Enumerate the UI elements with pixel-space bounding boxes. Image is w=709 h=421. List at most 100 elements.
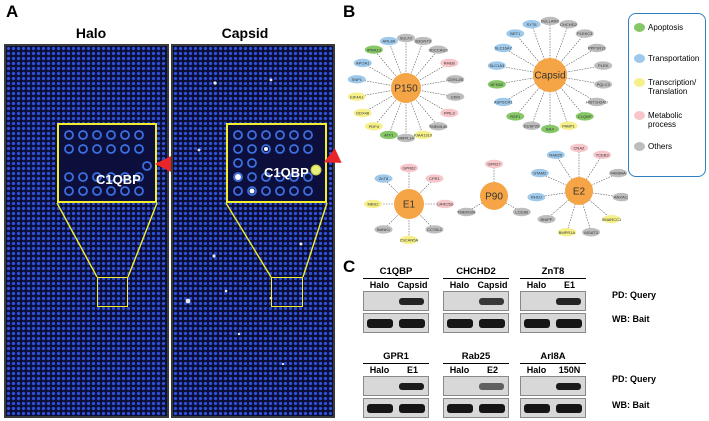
network-node-label: CPR1: [429, 176, 440, 181]
network-node-label: DDX48: [356, 111, 370, 116]
bait-band: [556, 404, 582, 413]
blot-title: Arl8A: [540, 351, 566, 362]
network-node-label: PLEK: [598, 63, 609, 68]
network-node: [440, 58, 459, 68]
network-node-label: GPR62: [402, 166, 416, 171]
network-node-label: KIAA1310: [414, 133, 433, 138]
network-node: [364, 45, 383, 54]
network-node-label: MGAT3: [584, 230, 598, 235]
network-node-label: SLC1A3: [489, 63, 505, 68]
network-e1: GPR62CPR1LRRC58CCT8L2ZSCAN5ABANK1MBS2ZnT…: [364, 163, 454, 245]
query-band: [399, 298, 424, 305]
array-title-capsid: Capsid: [221, 25, 269, 41]
hub-label: Capsid: [534, 71, 565, 82]
row-label-query-1: PD: Query: [612, 290, 657, 300]
network-node-label: SDCCAG3: [428, 47, 448, 52]
lane-label: Capsid: [397, 280, 428, 290]
network-node-label: ATF1: [384, 133, 394, 138]
network-edge: [578, 172, 619, 192]
blot-pulldown-panel: [520, 291, 586, 311]
bait-band: [447, 404, 473, 413]
blot-title: ZnT8: [541, 266, 565, 277]
capsid-bright-spots: [185, 78, 307, 366]
network-node-label: ANXA13: [614, 195, 628, 200]
lane-label: Halo: [369, 365, 390, 375]
lane-label: E1: [563, 280, 575, 290]
red-arrow-halo: [155, 156, 171, 172]
query-band: [479, 383, 504, 390]
blot-title-underline: [520, 278, 586, 279]
network-node-label: DUSP26: [524, 123, 540, 128]
bait-band: [447, 319, 473, 328]
network-node: [546, 150, 565, 160]
network-edge: [578, 190, 592, 233]
zoom-inset-capsid: [226, 123, 327, 203]
network-node-label: RAB25: [549, 152, 562, 157]
network-node-label: APOA1: [356, 61, 370, 66]
network-node-label: BANK1: [377, 227, 391, 232]
network-node: [522, 121, 541, 130]
blot-pulldown-panel: [363, 376, 429, 396]
legend-swatch: [634, 111, 645, 120]
network-node: [587, 43, 606, 53]
hub-node: [480, 182, 508, 210]
protein-array-halo: [4, 44, 169, 418]
zoom-source-box-capsid: [271, 277, 303, 307]
row-label-query-2: PD: Query: [612, 374, 657, 384]
query-band: [556, 383, 581, 390]
network-node-label: IPMA13: [367, 47, 382, 52]
network-node-label: SMARCC1: [602, 217, 622, 222]
network-node: [557, 228, 576, 237]
network-node: [414, 36, 433, 46]
network-node: [541, 16, 559, 26]
network-node: [612, 192, 628, 202]
network-node-label: NFKB2: [490, 82, 504, 87]
blot-title: Rab25: [461, 351, 491, 362]
blot-title-underline: [520, 363, 586, 364]
network-node: [364, 199, 382, 209]
lane-label: E1: [406, 365, 418, 375]
blot-title: GPR1: [383, 351, 409, 362]
network-node-label: BET1: [510, 31, 521, 36]
bait-band: [367, 319, 393, 328]
network-node: [397, 133, 415, 143]
lane-label: Halo: [526, 280, 547, 290]
query-band: [399, 383, 424, 390]
lane-label: 150N: [558, 365, 581, 375]
network-edge: [539, 172, 580, 192]
network-node-label: CNAZ: [574, 146, 585, 151]
network-node: [494, 43, 513, 53]
panel-b-letter: B: [343, 2, 356, 21]
network-node-label: ASPSCR1: [494, 100, 513, 105]
network-node: [541, 124, 559, 134]
network-node: [512, 207, 531, 217]
network-node: [594, 61, 613, 70]
network-node-label: PDP4: [369, 124, 380, 129]
network-node-label: MRPL14: [398, 136, 414, 141]
lane-label: Halo: [526, 365, 547, 375]
legend-swatch: [634, 23, 645, 32]
network-node: [575, 112, 594, 121]
network-node-label: HIST1H2AD: [586, 100, 608, 105]
network-node-label: TMEM108: [457, 210, 476, 215]
hub-label: E1: [403, 200, 416, 211]
network-node: [436, 199, 454, 209]
lane-label: Halo: [369, 280, 390, 290]
network-p150: SULF2B3GNT3SDCCAG3RHEBCERL2BCKMPPIL3TMEM…: [347, 33, 465, 143]
network-node-label: PPP1R13: [588, 46, 606, 51]
legend-swatch: [634, 78, 645, 87]
network-node: [587, 97, 606, 107]
network-node: [429, 122, 448, 131]
network-node-label: SULF2: [400, 36, 413, 41]
network-node-label: LCE3B: [515, 210, 528, 215]
network-node-label: PPIL3: [444, 111, 456, 116]
interaction-networks: SULF2B3GNT3SDCCAG3RHEBCERL2BCKMPPIL3TMEM…: [347, 16, 628, 245]
query-band: [556, 298, 581, 305]
network-node-label: RHOJ: [531, 195, 542, 200]
blot-title-underline: [363, 278, 429, 279]
protein-array-capsid: [171, 44, 335, 418]
network-node-label: DULLARD: [541, 19, 560, 24]
network-node-label: PQLC3: [597, 82, 611, 87]
row-label-bait-2: WB: Bait: [612, 400, 650, 410]
hub-label: P150: [394, 84, 418, 95]
